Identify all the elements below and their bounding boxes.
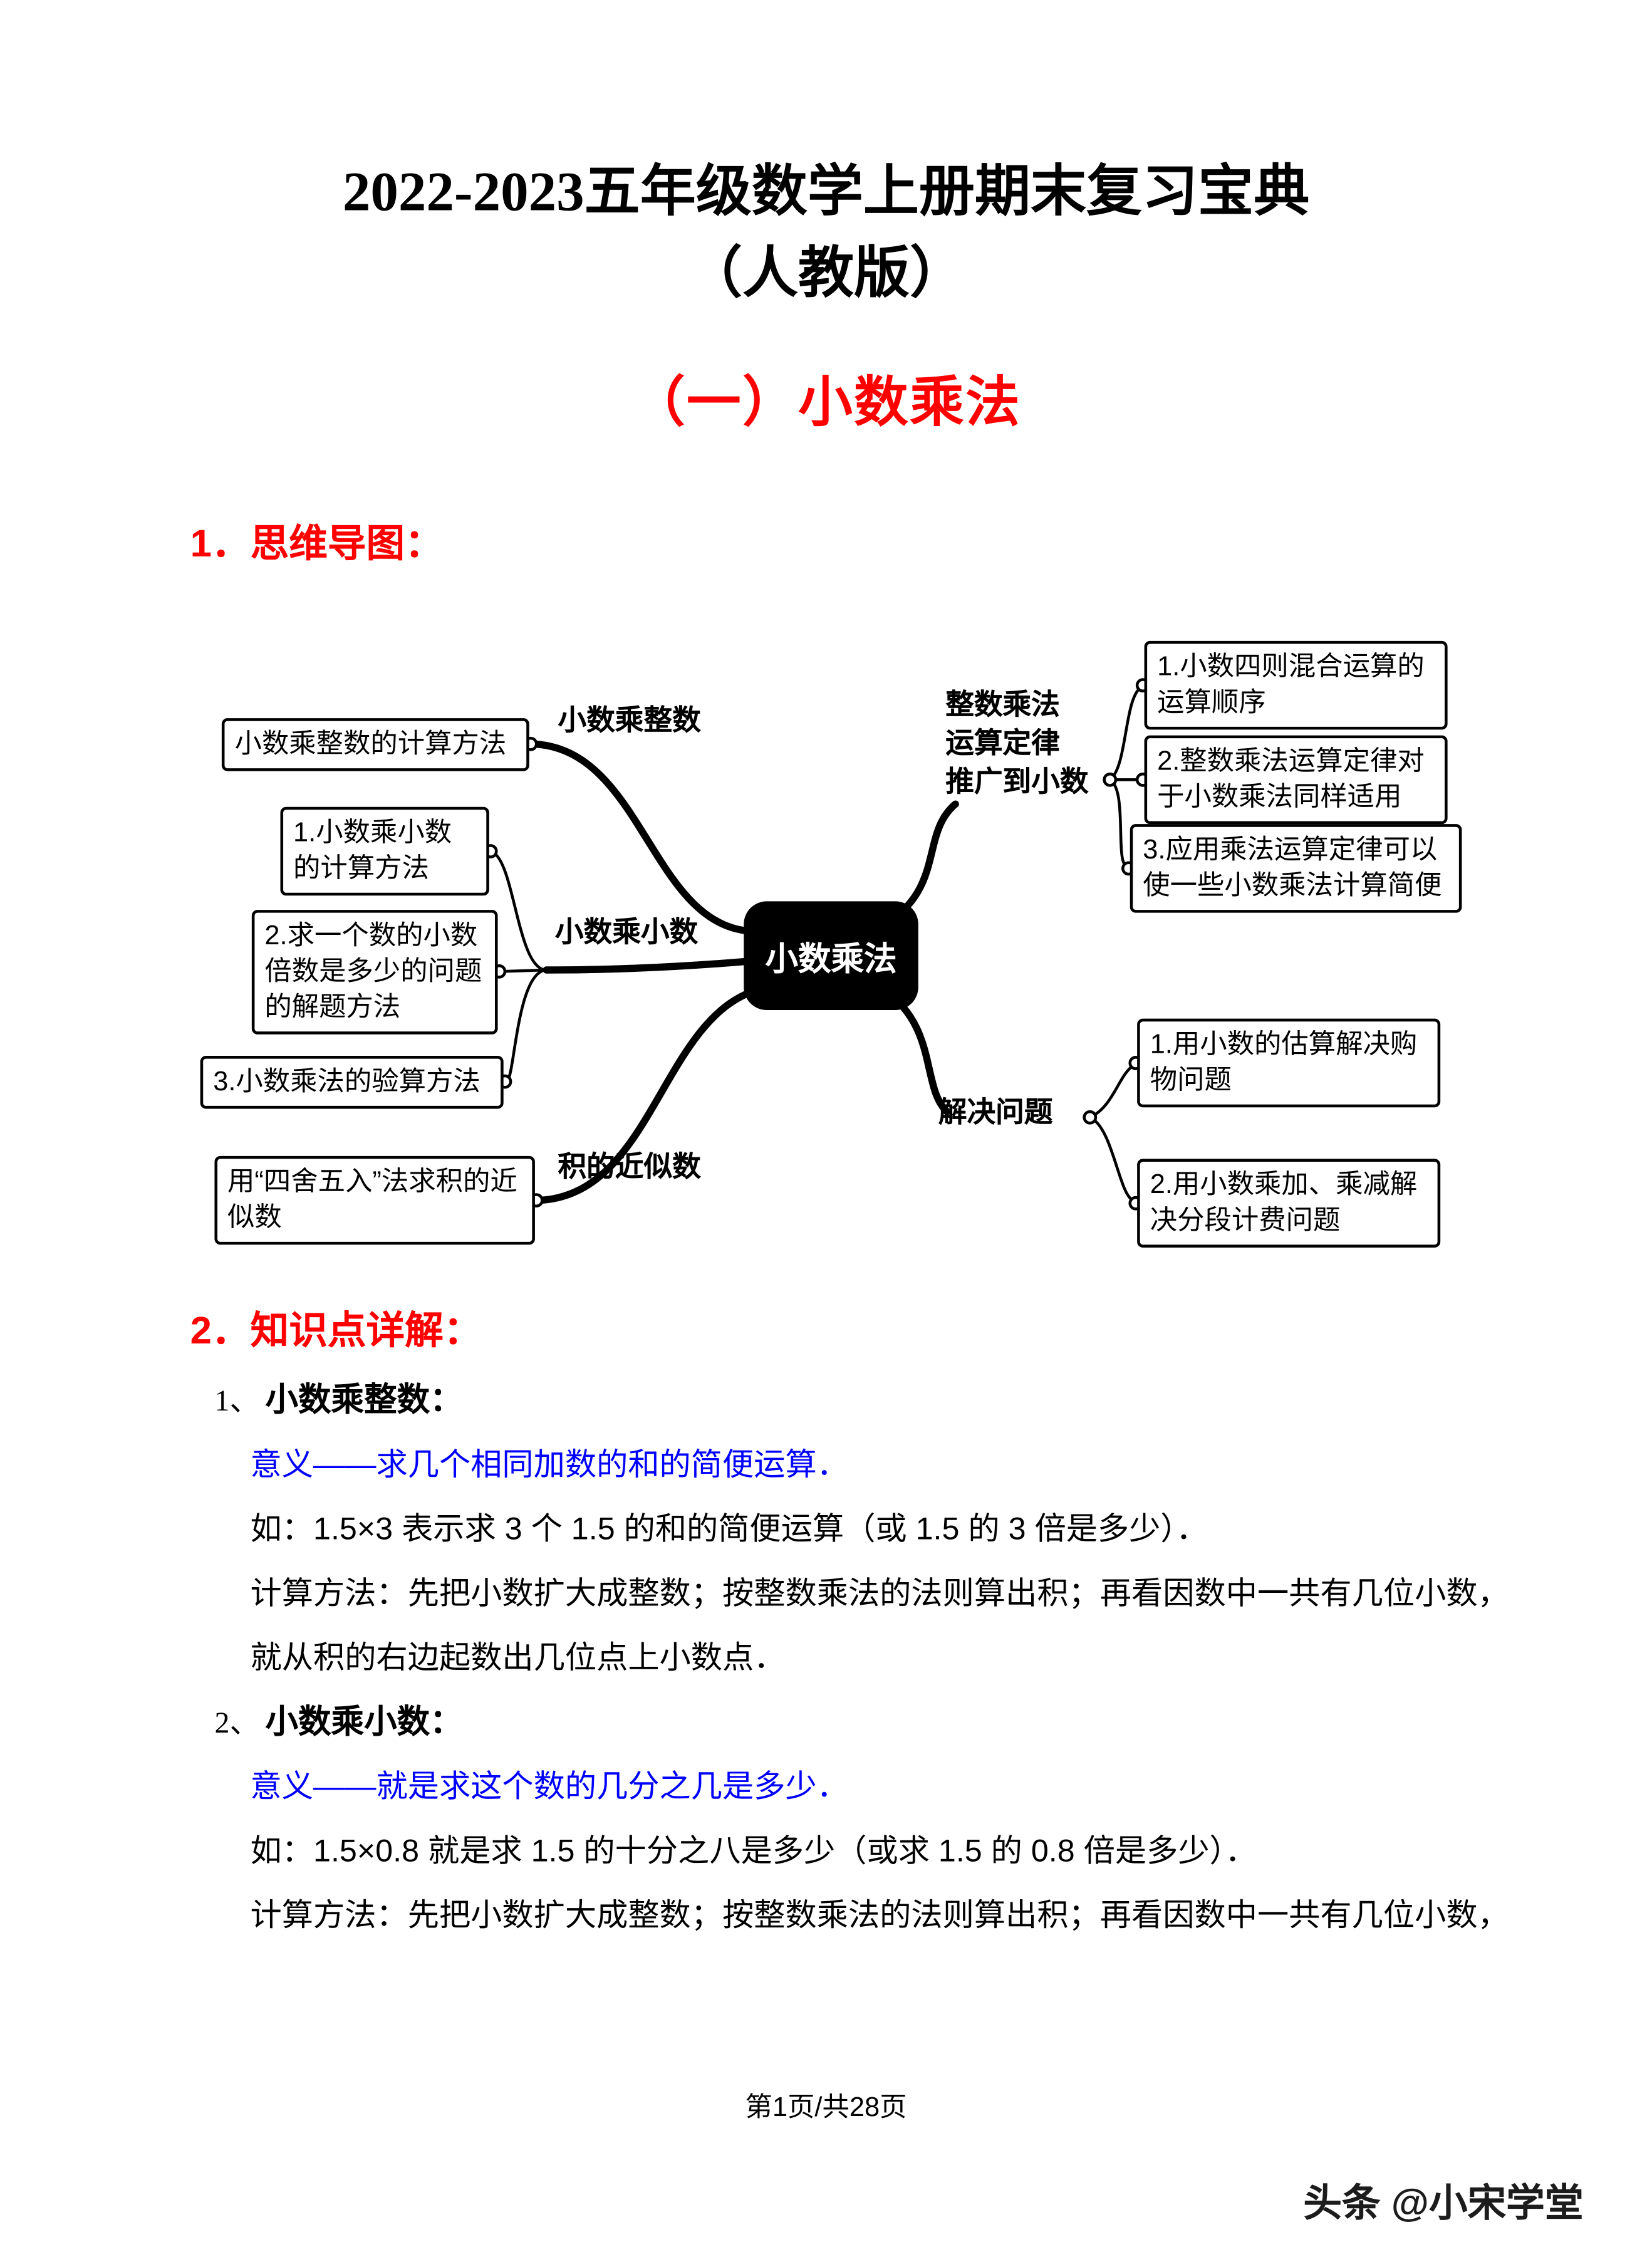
- mindmap-node-left-3: 2.求一个数的小数倍数是多少的问题的解题方法: [251, 910, 498, 1035]
- title-line-1: 2022-2023五年级数学上册期末复习宝典: [342, 162, 1310, 224]
- mindmap-node-right-4: 1.用小数的估算解决购物问题: [1137, 1018, 1441, 1108]
- knowledge-section: 1、小数乘整数： 意义——求几个相同加数的和的简便运算． 如：1.5×3 表示求…: [214, 1368, 1587, 1947]
- sub-branch-curves: [492, 686, 1141, 1202]
- branch-label-decimal-times-decimal: 小数乘小数: [554, 917, 699, 949]
- mindmap-node-left-2: 1.小数乘小数的计算方法: [280, 806, 489, 896]
- knowledge-item-2-heading: 2、小数乘小数：: [214, 1689, 1587, 1754]
- chapter-heading: （一）小数乘法: [630, 373, 1022, 434]
- knowledge-item-1-method-line1: 计算方法：先把小数扩大成整数；按整数乘法的法则算出积；再看因数中一共有几位小数，: [250, 1575, 1509, 1611]
- mindmap-node-left-4: 3.小数乘法的验算方法: [200, 1056, 504, 1109]
- mindmap-node-left-5: 用“四舍五入”法求积的近似数: [214, 1155, 535, 1245]
- mindmap-node-right-3: 3.应用乘法运算定律可以使一些小数乘法计算简便: [1130, 824, 1462, 913]
- mindmap-node-left-1: 小数乘整数的计算方法: [221, 718, 529, 771]
- document-title: 2022-2023五年级数学上册期末复习宝典 （人教版）: [0, 152, 1652, 315]
- mindmap: 小数乘法 小数乘整数 小数乘小数 积的近似数 整数乘法 运算定律 推广到小数 解…: [0, 630, 1652, 1281]
- branch-label-problem-solving: 解决问题: [938, 1097, 1053, 1129]
- branch-label-approximate-product: 积的近似数: [558, 1151, 701, 1184]
- section-heading-mindmap: 1．思维导图：: [190, 522, 444, 565]
- knowledge-item-2-method-line1: 计算方法：先把小数扩大成整数；按整数乘法的法则算出积；再看因数中一共有几位小数，: [250, 1897, 1509, 1933]
- watermark: 头条 @小宋学堂: [1303, 2181, 1584, 2225]
- mindmap-center-node: 小数乘法: [744, 901, 918, 1010]
- item-1-title: 小数乘整数：: [265, 1380, 463, 1418]
- item-2-number: 2、: [214, 1705, 260, 1740]
- item-1-number: 1、: [214, 1383, 260, 1418]
- page-footer: 第1页/共28页: [745, 2093, 907, 2124]
- knowledge-item-2-meaning: 意义——就是求这个数的几分之几是多少．: [250, 1768, 848, 1805]
- knowledge-item-1-meaning: 意义——求几个相同加数的和的简便运算．: [250, 1446, 848, 1483]
- mindmap-node-right-5: 2.用小数乘加、乘减解决分段计费问题: [1137, 1159, 1441, 1248]
- section-heading-knowledge: 2．知识点详解：: [190, 1309, 482, 1352]
- branch-label-integer-laws-extended: 整数乘法 运算定律 推广到小数: [945, 689, 1089, 799]
- knowledge-item-1-heading: 1、小数乘整数：: [214, 1368, 1587, 1432]
- mindmap-node-right-1: 1.小数四则混合运算的运算顺序: [1144, 640, 1448, 730]
- knowledge-item-2-example: 如：1.5×0.8 就是求 1.5 的十分之八是多少（或求 1.5 的 0.8 …: [250, 1832, 1257, 1869]
- mindmap-node-right-2: 2.整数乘法运算定律对于小数乘法同样适用: [1144, 735, 1448, 825]
- knowledge-item-1-method-line2: 就从积的右边起数出几位点上小数点．: [250, 1639, 786, 1676]
- branch-label-decimal-times-integer: 小数乘整数: [558, 705, 701, 737]
- knowledge-item-1-example: 如：1.5×3 表示求 3 个 1.5 的和的简便运算（或 1.5 的 3 倍是…: [250, 1511, 1208, 1547]
- item-2-title: 小数乘小数：: [265, 1702, 463, 1740]
- title-line-2: （人教版）: [686, 243, 966, 305]
